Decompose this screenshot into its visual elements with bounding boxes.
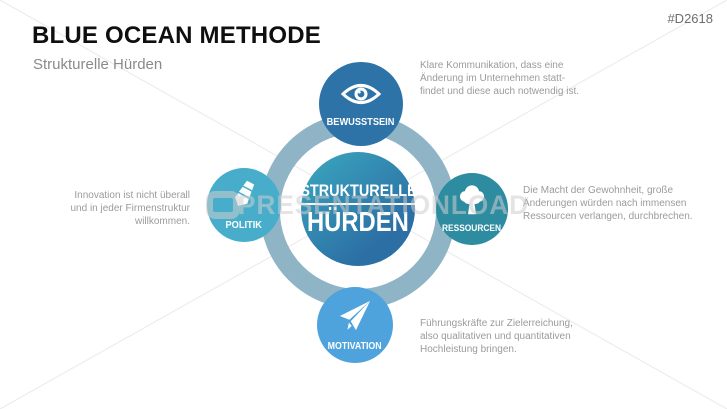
eye-icon (340, 81, 382, 112)
node-motivation: MOTIVATION (317, 287, 393, 363)
slide-title: BLUE OCEAN METHODE (32, 22, 321, 49)
node-label: MOTIVATION (328, 340, 382, 352)
tree-icon (456, 184, 488, 221)
description-politik: Innovation ist nicht überall und in jede… (70, 190, 191, 227)
center-circle-strukturelle-huerden: STRUKTURELLE HÜRDEN (299, 152, 417, 266)
tie-icon (229, 180, 259, 217)
node-label: RESSOURCEN (442, 223, 502, 234)
description-ressourcen: Die Macht der Gewohnheit, große Änderung… (523, 185, 693, 222)
slide-code: #D2618 (667, 11, 713, 26)
center-label-line1: STRUKTURELLE (299, 181, 417, 205)
slide-subtitle: Strukturelle Hürden (33, 56, 163, 73)
node-politik: POLITIK (207, 168, 281, 242)
node-label: POLITIK (225, 218, 263, 231)
paper-plane-icon (337, 299, 373, 338)
node-bewusstsein: BEWUSSTSEIN (319, 62, 403, 146)
description-motivation: Führungskräfte zur Zielerreichung, also … (420, 318, 573, 355)
node-ressourcen: RESSOURCEN (436, 173, 508, 245)
center-label-line2: HÜRDEN (307, 205, 409, 237)
description-bewusstsein: Klare Kommunikation, dass eine Änderung … (420, 60, 579, 97)
node-label: BEWUSSTSEIN (327, 115, 395, 128)
